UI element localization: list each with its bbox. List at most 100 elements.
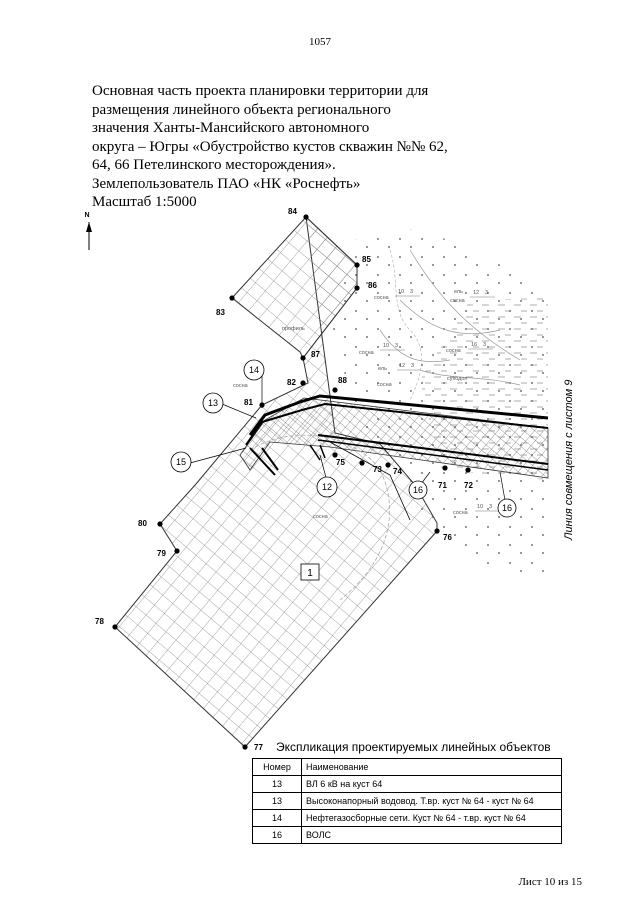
boundary-point-marker [359,460,365,466]
forest-label: сосна [377,382,393,388]
boundary-point-marker [465,467,471,473]
boundary-point-label: 76 [443,533,452,542]
fraction-label: 3 [411,363,414,369]
forest-label: сосна [446,348,462,354]
boundary-point-label: 78 [95,617,104,626]
callout-number: 13 [208,398,218,408]
boundary-point-marker [442,465,448,471]
column-header-name: Наименование [301,758,562,776]
svg-text:1: 1 [307,568,313,579]
row-number: 13 [252,775,302,793]
boundary-point-marker [354,285,360,291]
callout-number: 16 [502,503,512,513]
explication-title: Экспликация проектируемых линейных объек… [276,740,551,754]
boundary-point-label: 86 [368,281,377,290]
table-header-row: Номер Наименование [252,758,562,776]
row-number: 13 [252,792,302,810]
boundary-point-label: 88 [338,376,347,385]
fraction-label: 3 [410,289,413,295]
column-header-number: Номер [252,758,302,776]
row-name: Высоконапорный водовод. Т.вр. куст № 64 … [301,792,562,810]
boundary-point-marker [300,355,306,361]
row-number: 16 [252,826,302,844]
boundary-point-label: 73 [373,465,382,474]
boundary-point-label: 83 [216,308,225,317]
boundary-point-label: 72 [464,481,473,490]
title-line: округа – Югры «Обустройство кустов скваж… [92,138,448,155]
table-row: 16 ВОЛС [252,826,562,844]
forest-label: сосна [359,350,375,356]
zone-label: 1 [300,563,320,581]
boundary-point-label: 80 [138,519,147,528]
boundary-point-label: 85 [362,255,371,264]
north-label: N [84,212,89,219]
row-name: ВОЛС [301,826,562,844]
row-number: 14 [252,809,302,827]
boundary-point-marker [300,380,306,386]
fraction-labels: 10 3 12 3 10 3 16 3 12 3 10 3 [380,289,498,512]
sheet-join-note: Линия совмещения с листом 9 [563,380,575,541]
fraction-label: 12 [399,363,405,369]
forest-label: сосна [233,383,249,389]
boundary-point-label: 82 [287,378,296,387]
callout-number: 15 [176,457,186,467]
boundary-point-marker [354,262,360,268]
forest-label: сосна [453,510,469,516]
fraction-label: 10 [477,504,483,510]
boundary-point-label: 81 [244,398,253,407]
terrain-label: суходол [447,376,467,382]
boundary-point-marker [259,402,265,408]
row-name: ВЛ 6 кВ на куст 64 [301,775,562,793]
callout-number: 16 [413,485,423,495]
boundary-point-label: 75 [336,458,345,467]
boundary-point-marker [174,548,180,554]
boundary-point-label: 71 [438,481,447,490]
boundary-point-label: 79 [157,549,166,558]
boundary-points: 84 85 86 83 87 82 88 81 75 73 74 71 72 76 80 79 78 77 [95,207,473,752]
fraction-label: 3 [395,343,398,349]
boundary-point-marker [303,214,309,220]
boundary-point-label: 84 [288,207,297,216]
planning-area [114,215,549,748]
table-row: 14 Нефтегазосборные сети. Куст № 64 - т.… [252,809,562,827]
document-title: Основная часть проекта планировки террит… [92,82,492,212]
north-arrow: N [84,212,92,250]
callout-number: 12 [322,482,332,492]
fraction-label: 10 [383,343,389,349]
forest-label: сосна [374,295,390,301]
table-row: 13 ВЛ 6 кВ на куст 64 [252,775,562,793]
fraction-label: 12 [473,290,479,296]
boundary-point-marker [229,295,235,301]
boundary-point-marker [157,521,163,527]
fraction-label: 10 [398,289,404,295]
explication-table: Номер Наименование 13 ВЛ 6 кВ на куст 64… [252,758,562,844]
planning-map: N сосна сосна сосна сосна сосна сосна со… [84,207,575,752]
land-user-line: Землепользователь ПАО «НК «Роснефть» [92,175,361,192]
boundary-point-marker [332,452,338,458]
terrain-label: ель [378,366,387,372]
fraction-label: 3 [489,504,492,510]
page-number: 1057 [309,36,331,48]
title-line: размещения линейного объекта регионально… [92,101,391,118]
row-name: Нефтегазосборные сети. Куст № 64 - т.вр.… [301,809,562,827]
boundary-point-label: 87 [311,350,320,359]
boundary-point-marker [332,387,338,393]
terrain-label: ель [454,289,463,295]
boundary-point-marker [242,744,248,750]
fraction-label: 3 [483,342,486,348]
boundary-point-label: 74 [393,467,402,476]
fraction-label: 16 [471,342,477,348]
forest-label: сосна [450,298,466,304]
linear-objects [245,394,549,521]
boundary-point-marker [434,528,440,534]
scale-line: Масштаб 1:5000 [92,194,197,210]
boundary-point-marker [112,624,118,630]
table-row: 13 Высоконапорный водовод. Т.вр. куст № … [252,792,562,810]
fraction-label: 3 [485,290,488,296]
boundary-point-marker [385,462,391,468]
boundary-point-label: 77 [254,743,263,752]
title-line: значения Ханты-Мансийского автономного [92,120,370,136]
title-line: Основная часть проекта планировки террит… [92,83,429,99]
title-line: 64, 66 Петелинского месторождения». [92,157,336,173]
callouts: 14 13 15 12 16 16 [170,359,517,518]
